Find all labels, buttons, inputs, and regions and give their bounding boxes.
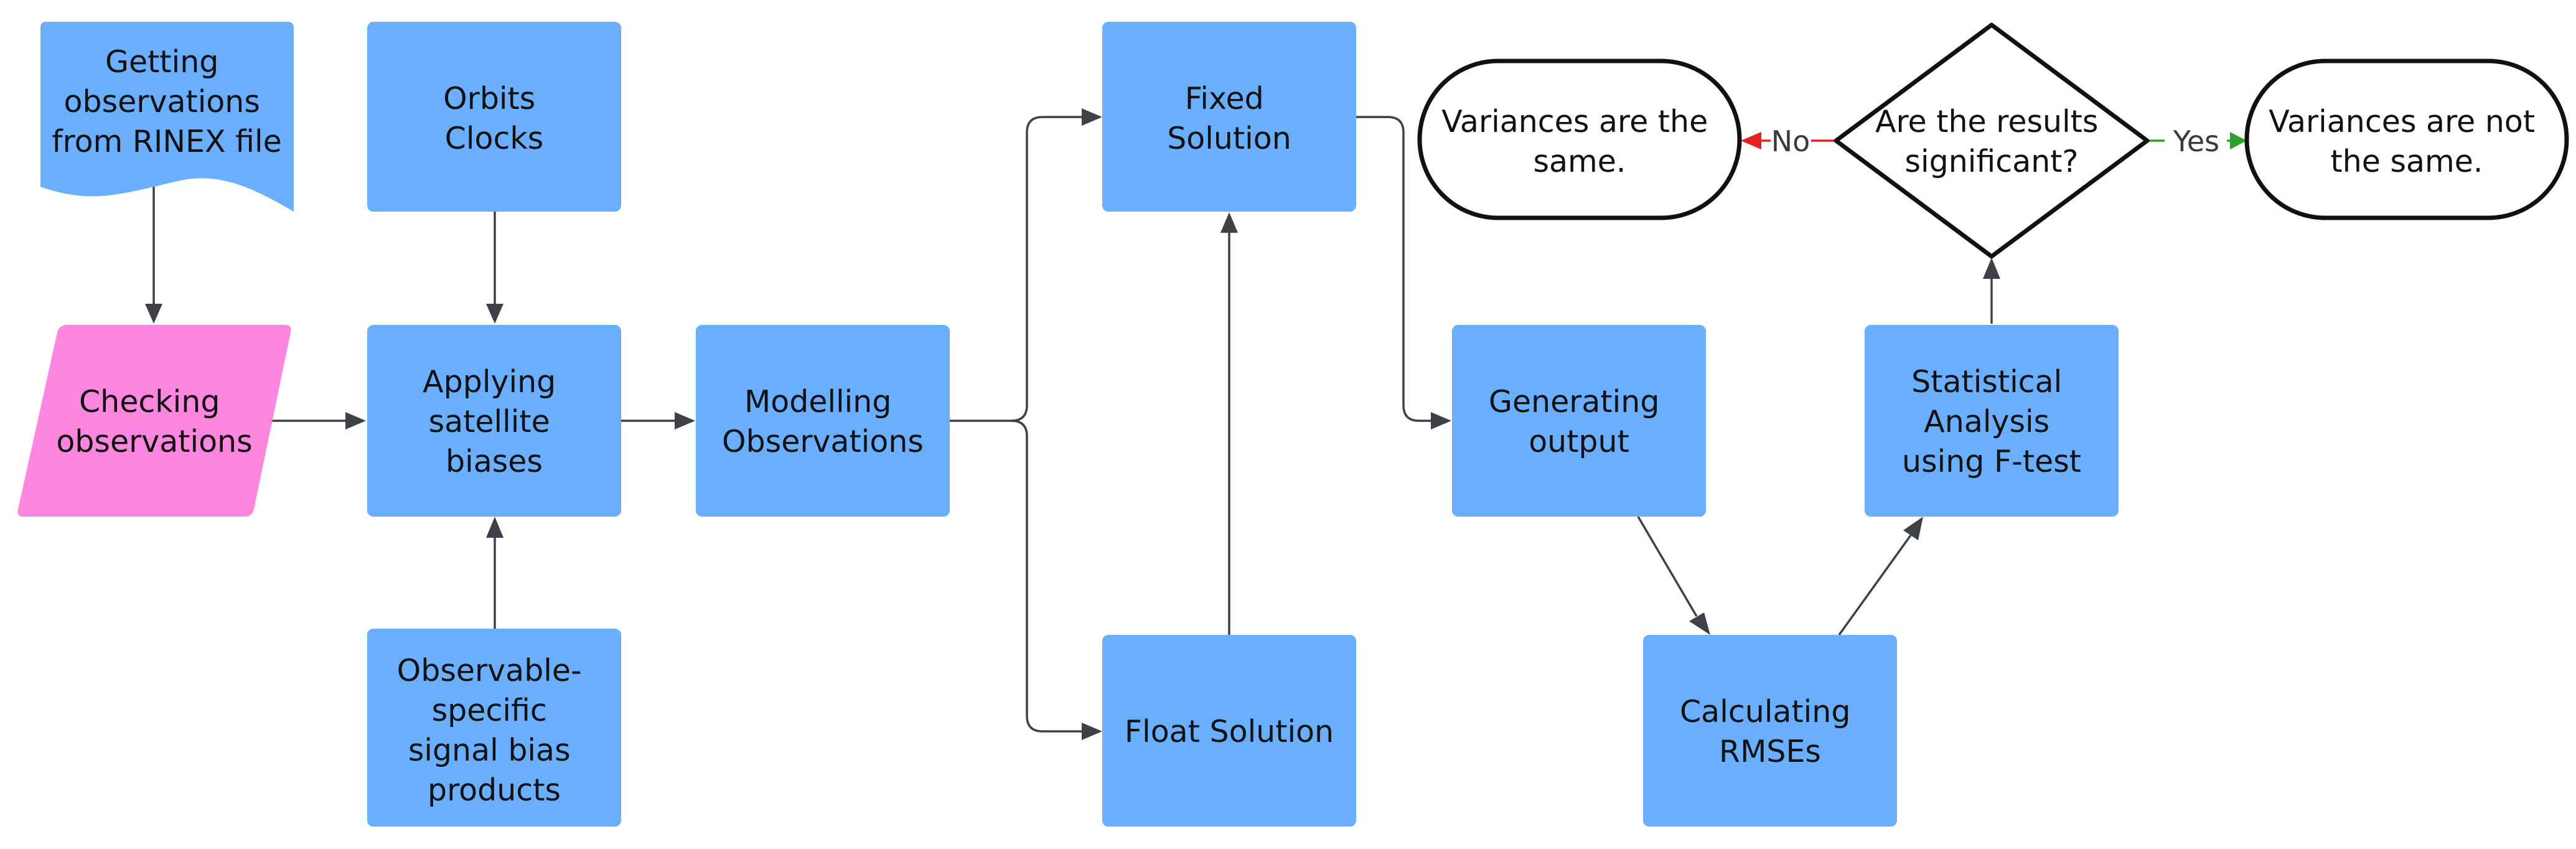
edge-label-no: No <box>1771 124 1810 158</box>
node-label-line: significant? <box>1904 144 2078 179</box>
node-fixed: Fixed Solution <box>1102 22 1356 212</box>
node-rinex: Getting observations from RINEX file <box>40 22 294 212</box>
node-rmse: Calculating RMSEs <box>1643 635 1897 827</box>
node-label-line: biases <box>446 444 543 479</box>
document-shape <box>40 22 294 212</box>
arrowhead <box>1983 258 2000 279</box>
svg-text:Checking observations: Checking observations <box>56 384 252 459</box>
node-label-line: Are the results <box>1875 104 2098 139</box>
node-same: Variances are the same. <box>1417 59 1742 220</box>
arrowhead-yes <box>2230 132 2247 149</box>
edge-modelling-to-fixed <box>950 116 1082 422</box>
node-label-line: the same. <box>2331 144 2483 179</box>
node-label-line: observations <box>56 424 252 459</box>
edge-label-yes: Yes <box>2173 124 2219 158</box>
node-label-line: products <box>428 772 561 808</box>
arrowhead-no <box>1741 132 1761 149</box>
terminal-shape <box>2244 59 2569 220</box>
process-box <box>1452 325 1706 517</box>
node-label-line: Calculating <box>1680 694 1850 729</box>
arrowhead <box>486 517 503 538</box>
svg-text:Variances are the same: Variances are the same. <box>1441 104 1718 179</box>
process-box <box>367 629 621 827</box>
svg-text:Observable- specific: Observable- specific signal bias product… <box>397 653 592 808</box>
node-label-line: Solution <box>1167 121 1291 156</box>
svg-text:Getting observations: Getting observations from RINEX file <box>52 44 282 159</box>
edge-modelling-to-float <box>1011 420 1082 733</box>
node-label-line: Fixed <box>1185 81 1264 116</box>
node-label-line: Observations <box>722 424 924 459</box>
node-label-line: Applying <box>423 364 556 400</box>
arrowhead <box>1689 612 1710 635</box>
node-label-line: satellite <box>429 404 550 439</box>
process-box <box>1865 325 2119 517</box>
node-checking: Checking observations <box>17 325 291 517</box>
svg-text:Applying satellite: Applying satellite biases <box>423 364 566 479</box>
svg-text:Are the results signif: Are the results significant? <box>1875 104 2108 179</box>
svg-text:Calculating RMSEs: Calculating RMSEs <box>1680 694 1860 769</box>
node-float: Float Solution <box>1102 635 1356 827</box>
node-label-line: Clocks <box>445 121 544 156</box>
node-label-line: using F-test <box>1902 444 2081 479</box>
arrowhead <box>1082 108 1102 126</box>
node-generating: Generating output <box>1452 325 1706 517</box>
edge-rmse-to-stat <box>1838 534 1912 636</box>
node-label-line: specific <box>432 693 547 728</box>
svg-text:Modelling Observations: Modelling Observations <box>722 384 924 459</box>
svg-text:Orbits Clocks: Orbits Clocks <box>443 81 545 156</box>
edge-generating-to-rmse <box>1637 516 1698 617</box>
arrowhead <box>1082 723 1102 740</box>
process-box <box>696 325 950 517</box>
process-box <box>1102 635 1356 827</box>
arrowhead <box>1431 412 1451 429</box>
arrowhead <box>1903 517 1923 540</box>
node-label-line: same. <box>1533 144 1626 179</box>
edges: No Yes <box>145 108 2247 740</box>
node-label-line: Variances are not <box>2269 104 2535 139</box>
nodes: Getting observations from RINEX file Che… <box>17 22 2569 827</box>
node-label-line: Variances are the <box>1441 104 1708 139</box>
arrowhead <box>675 412 695 429</box>
node-label-line: Analysis <box>1924 404 2049 439</box>
edge-fixed-to-generating <box>1356 116 1431 422</box>
svg-text:Variances are not the: Variances are not the same. <box>2269 104 2544 179</box>
node-label-line: Generating <box>1489 384 1659 420</box>
arrowhead <box>345 412 366 429</box>
node-decision: Are the results significant? <box>1834 22 2150 259</box>
node-label-line: Getting <box>105 44 218 80</box>
node-label-line: Observable- <box>397 653 582 688</box>
node-label-line: Statistical <box>1911 364 2062 400</box>
node-label-line: observations <box>64 84 260 120</box>
decision-diamond <box>1834 22 2150 259</box>
arrowhead <box>145 304 162 324</box>
process-box <box>1643 635 1897 827</box>
node-label-line: Modelling <box>744 384 892 420</box>
arrowhead <box>486 304 503 324</box>
parallelogram-shape <box>17 325 291 517</box>
svg-text:Fixed Solution: Fixed Solution <box>1167 81 1291 156</box>
process-box <box>1102 22 1356 212</box>
svg-text:Generating output: Generating output <box>1489 384 1669 459</box>
arrowhead <box>1220 212 1238 233</box>
node-label-line: Checking <box>79 384 220 420</box>
node-label-line: output <box>1529 424 1629 459</box>
process-box <box>367 22 621 212</box>
node-stat: Statistical Analysis using F-test <box>1865 325 2119 517</box>
node-notsame: Variances are not the same. <box>2244 59 2569 220</box>
node-osb: Observable- specific signal bias product… <box>367 629 621 827</box>
node-label-line: Float Solution <box>1125 714 1334 749</box>
node-label-line: RMSEs <box>1719 734 1821 769</box>
node-modelling: Modelling Observations <box>696 325 950 517</box>
svg-text:Statistical Analysis: Statistical Analysis using F-test <box>1902 364 2081 479</box>
node-applying: Applying satellite biases <box>367 325 621 517</box>
node-label-line: Orbits <box>443 81 535 116</box>
svg-text:Float Solution: Float Solution <box>1125 714 1334 749</box>
terminal-shape <box>1417 59 1742 220</box>
process-box <box>367 325 621 517</box>
node-label-line: from RINEX file <box>52 124 282 159</box>
node-orbits: Orbits Clocks <box>367 22 621 212</box>
node-label-line: signal bias <box>408 733 571 768</box>
